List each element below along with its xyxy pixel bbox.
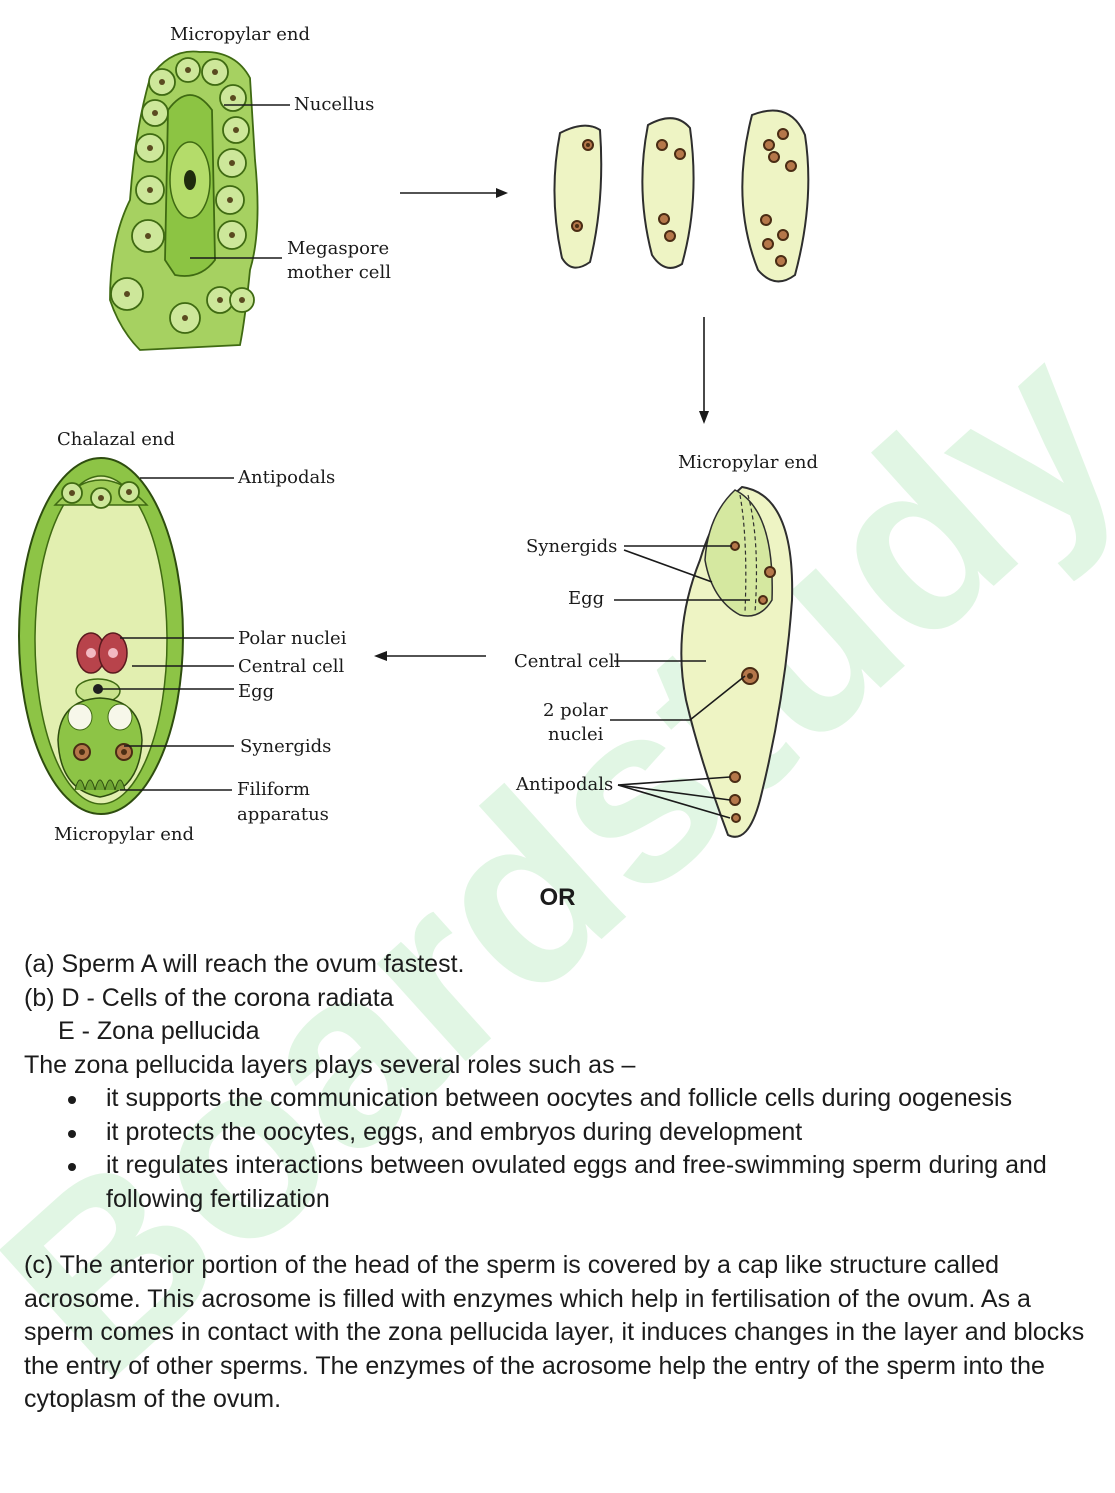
label-chalazal-end: Chalazal end	[57, 429, 175, 450]
label-egg-right: Egg	[568, 588, 604, 609]
label-filiform-line2: apparatus	[237, 804, 329, 825]
embryo-sac-development-diagram: Micropylar end	[18, 24, 818, 845]
answer-c: (c) The anterior portion of the head of …	[24, 1251, 1085, 1413]
answer-b-d: (b) D - Cells of the corona radiata	[24, 983, 394, 1012]
label-polar-line1: 2 polar	[543, 700, 608, 721]
label-filiform-line1: Filiform	[237, 779, 310, 800]
label-nucellus: Nucellus	[294, 94, 374, 115]
label-micropylar-end-right: Micropylar end	[678, 452, 818, 473]
roles-intro: The zona pellucida layers plays several …	[24, 1050, 636, 1079]
label-micropylar-end-left: Micropylar end	[54, 824, 194, 845]
mature-embryo-sac-figure: Chalazal end Antipodals Polar nuclei Cen…	[18, 429, 347, 845]
label-megaspore-line2: mother cell	[287, 262, 391, 283]
seven-celled-embryo-sac-figure: Micropylar end Synergids Egg Central cel…	[514, 452, 818, 838]
list-item: it regulates interactions between ovulat…	[24, 1149, 1104, 1216]
list-item: it supports the communication between oo…	[24, 1082, 1104, 1116]
label-egg-left: Egg	[238, 681, 274, 702]
arrow-left	[374, 651, 486, 661]
nucellus-cells	[110, 57, 255, 334]
answer-b-e: E - Zona pellucida	[58, 1017, 260, 1045]
label-synergids-left: Synergids	[240, 736, 331, 757]
spacer	[24, 1216, 1104, 1249]
label-polar-nuclei: Polar nuclei	[238, 628, 347, 649]
label-megaspore-line1: Megaspore	[287, 238, 389, 259]
nucleate-stages	[553, 109, 810, 283]
list-item: it protects the oocytes, eggs, and embry…	[24, 1116, 1104, 1150]
label-antipodals-left: Antipodals	[237, 467, 335, 488]
label-central-cell-right: Central cell	[514, 651, 621, 672]
label-antipodals-right: Antipodals	[515, 774, 613, 795]
arrow-down	[699, 317, 709, 424]
label-polar-line2: nuclei	[548, 724, 604, 745]
label-synergids-right: Synergids	[526, 536, 617, 557]
answer-a: (a) Sperm A will reach the ovum fastest.	[24, 950, 465, 978]
label-micropylar-end-top: Micropylar end	[170, 24, 310, 45]
ovule-nucellus-figure: Micropylar end	[109, 24, 391, 351]
or-label: OR	[539, 884, 576, 911]
arrow-right	[400, 188, 508, 198]
roles-list: it supports the communication between oo…	[24, 1082, 1104, 1216]
label-central-cell-left: Central cell	[238, 656, 345, 677]
answer-text: (a) Sperm A will reach the ovum fastest.…	[24, 948, 1104, 1417]
